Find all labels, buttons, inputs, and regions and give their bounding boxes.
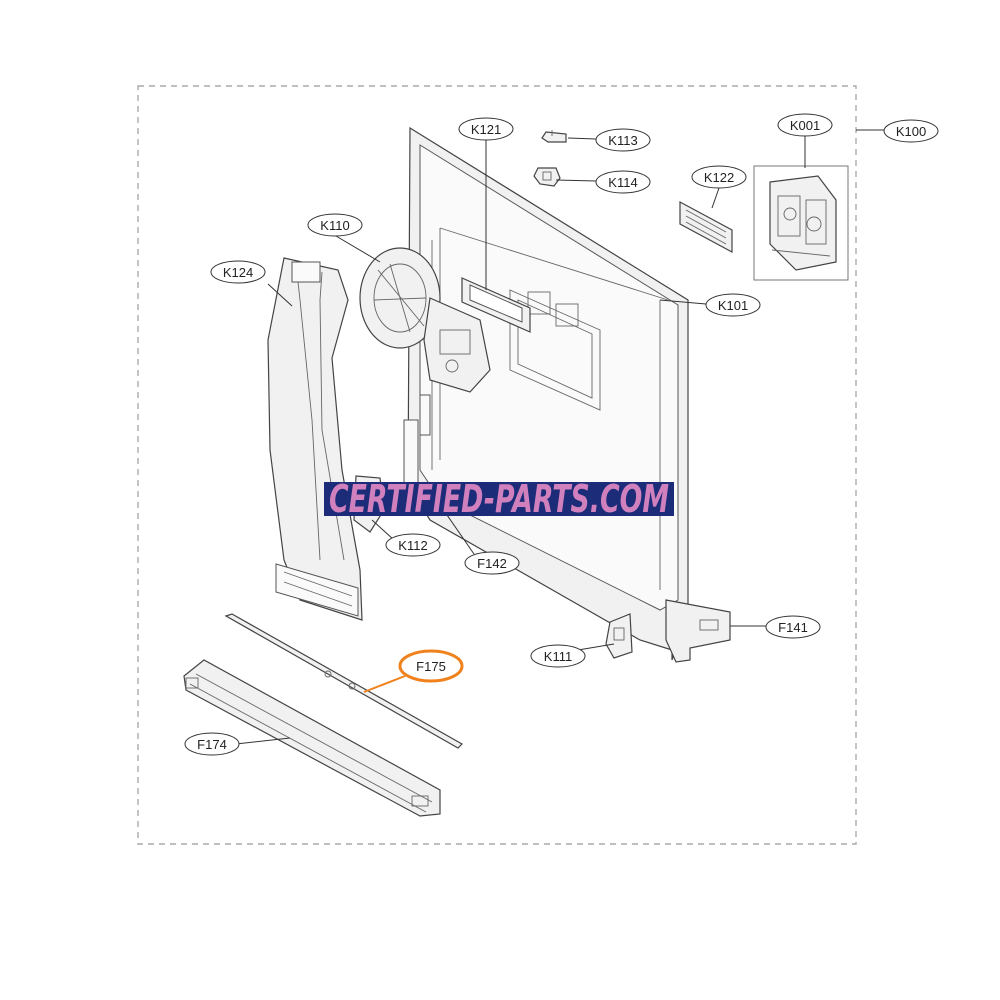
callout-F175: F175 [398,649,464,683]
callout-K110: K110 [307,213,363,237]
svg-text:CERTIFIED-PARTS.COM: CERTIFIED-PARTS.COM [329,477,669,521]
vent-cover-part [679,200,733,254]
svg-text:K121: K121 [471,122,501,137]
callout-F141: F141 [765,615,821,639]
callout-highlight-ring [398,649,464,683]
callout-K124: K124 [210,260,266,284]
watermark-band [324,482,674,516]
svg-text:K122: K122 [704,170,734,185]
callout-K001: K001 [777,113,833,137]
svg-text:K100: K100 [896,124,926,139]
svg-text:K110: K110 [320,218,349,233]
svg-text:K113: K113 [608,133,637,148]
callout-K114: K114 [595,170,651,194]
callout-K122: K122 [691,165,747,189]
callout-K112: K112 [385,533,441,557]
bottom-trim-channel [183,659,441,817]
leader-lines [235,129,884,745]
small-clip-part [541,130,567,143]
control-module-part [769,175,837,271]
svg-text:K114: K114 [608,175,637,190]
vent-fan-assembly [359,247,491,393]
svg-text:K124: K124 [223,265,253,280]
svg-text:F142: F142 [477,556,507,571]
callout-K101: K101 [705,293,761,317]
thin-rod-part [224,613,463,749]
svg-text:K101: K101 [718,298,748,313]
side-channel-part [267,257,363,621]
svg-text:F174: F174 [197,737,227,752]
svg-text:F175: F175 [416,659,446,674]
svg-text:F141: F141 [778,620,808,635]
callout-F142: F142 [464,551,520,575]
hinge-clip-part [605,613,633,659]
highlight-leader [363,675,406,693]
callout-K100: K100 [883,119,939,143]
callout-K111: K111 [530,644,586,668]
svg-text:K112: K112 [398,538,427,553]
dispenser-gasket [461,277,531,333]
svg-text:K001: K001 [790,118,820,133]
callout-F174: F174 [184,732,240,756]
callout-K113: K113 [595,128,651,152]
svg-text:K111: K111 [544,649,572,664]
latch-piece-part [533,167,561,187]
callout-K121: K121 [458,117,514,141]
watermark: CERTIFIED-PARTS.COM [324,477,674,521]
